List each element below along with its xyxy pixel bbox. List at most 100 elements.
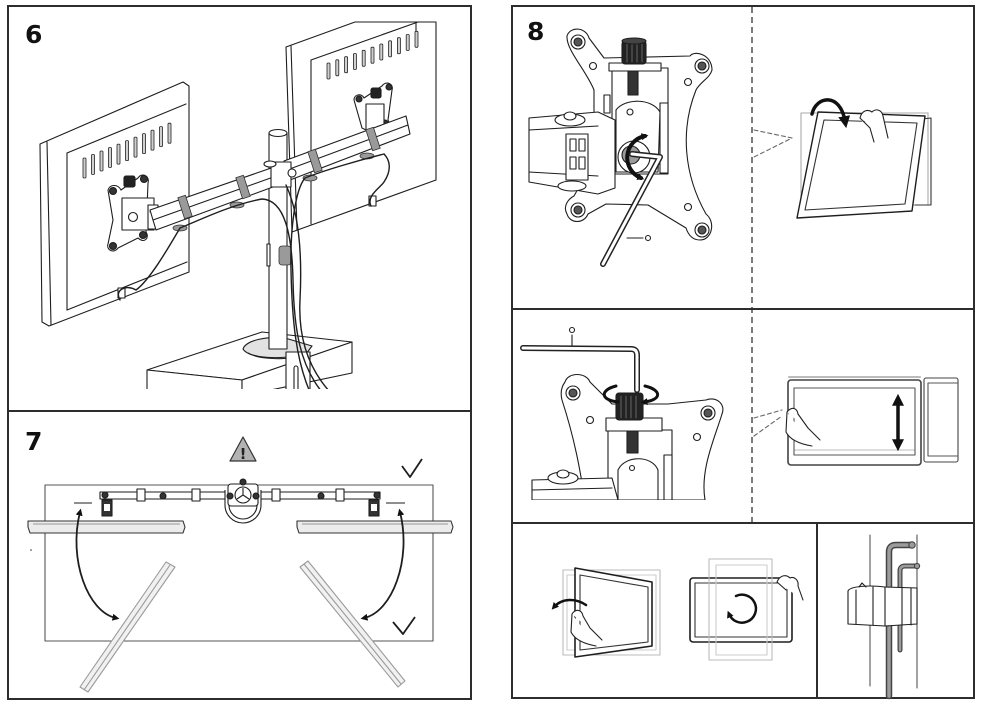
cable-clip <box>847 582 918 627</box>
rotated-monitor-left <box>79 561 176 693</box>
vent-slot <box>133 136 138 158</box>
vent-slot <box>142 133 146 155</box>
vent-slot <box>82 157 87 179</box>
step-number-8: 8 <box>527 17 545 46</box>
part-callout-marker <box>626 234 652 242</box>
warning-icon: ! <box>229 436 257 463</box>
hand-icon <box>776 575 804 601</box>
vent-slot <box>116 143 121 165</box>
height-knob <box>615 392 644 421</box>
vent-slot <box>388 40 393 58</box>
arm-top-view <box>74 488 405 517</box>
arm-end <box>531 469 619 500</box>
vent-slot <box>150 129 155 151</box>
ghost-monitor <box>562 569 661 656</box>
step6-illustration <box>39 21 437 389</box>
monitor-right-top-view <box>296 520 454 534</box>
left-vesa-plate <box>107 174 159 252</box>
callout-dashed-connector <box>753 409 783 437</box>
step-number-7: 7 <box>25 427 43 456</box>
cable-clips <box>172 126 381 266</box>
tilt-arrow-icon <box>810 98 851 129</box>
right-monitor-vents <box>326 30 419 80</box>
step8-dashed-divider <box>751 7 753 523</box>
vent-slot <box>396 37 401 55</box>
rotation-arrow-left <box>75 508 120 621</box>
hand-icon <box>785 407 821 447</box>
screw-icon <box>570 34 586 50</box>
rotate-icon <box>727 593 758 624</box>
vent-slot <box>335 59 340 77</box>
screw-icon <box>694 58 710 74</box>
vent-slot <box>344 56 349 74</box>
desk-block <box>146 331 353 389</box>
vent-slot <box>91 154 95 175</box>
vent-slot <box>370 46 375 64</box>
hex-key <box>520 345 640 393</box>
step8-tilt-adjust-hex-key <box>528 28 713 267</box>
vent-slot <box>326 62 331 80</box>
vent-slot <box>352 53 357 70</box>
vent-slot <box>414 30 419 48</box>
right-monitor <box>285 21 437 233</box>
step8-height-adjust-monitor <box>753 376 959 466</box>
part-callout-marker <box>568 326 576 348</box>
adjacent-monitor-screen <box>927 382 959 457</box>
vent-slot <box>125 140 129 162</box>
screw-icon <box>700 405 716 421</box>
divider-step6-step7 <box>7 410 472 412</box>
step-number-6: 6 <box>25 20 43 49</box>
step8-divider-vertical <box>816 522 818 699</box>
right-vesa-plate <box>353 82 393 133</box>
left-monitor-vents <box>82 122 172 179</box>
step8-divider-upper <box>511 308 975 310</box>
step7-illustration: ! <box>27 436 454 693</box>
vent-slot <box>405 34 410 51</box>
stray-dot <box>30 549 32 551</box>
callout-dashed-connector <box>753 129 793 158</box>
monitor-cable-hook <box>368 195 377 207</box>
rotate-icon <box>602 384 660 402</box>
vent-slot <box>167 122 172 144</box>
landscape-monitor <box>689 577 793 643</box>
rotation-arrow-right <box>360 508 405 621</box>
vent-slot <box>99 150 104 172</box>
checkmark-icon <box>401 458 423 478</box>
step8-height-knob-hex-key <box>520 326 724 500</box>
hex-key-large <box>885 541 916 700</box>
screw-icon <box>694 222 710 238</box>
step8-swivel-rotate <box>551 558 804 661</box>
left-column-frame <box>7 5 472 700</box>
vent-slot <box>159 126 163 147</box>
tilted-monitor-screen <box>804 119 918 211</box>
arm-end <box>528 111 616 195</box>
warning-glyph: ! <box>240 445 247 463</box>
screw-icon <box>570 202 586 218</box>
right-column-frame <box>511 5 975 699</box>
hex-key <box>600 151 663 267</box>
vent-slot <box>361 49 366 67</box>
screw-icon <box>565 385 581 401</box>
tilt-bracket <box>605 417 673 500</box>
vent-slot <box>108 147 112 168</box>
landscape-monitor-screen <box>694 582 788 638</box>
step8-hex-key-storage <box>847 534 921 700</box>
rotate-icon <box>625 133 649 180</box>
hand-icon <box>859 109 889 143</box>
adjacent-monitor <box>923 377 959 463</box>
ghost-portrait-screen <box>715 564 768 656</box>
swivel-arrow-icon <box>551 598 588 610</box>
cables <box>117 153 390 389</box>
rotated-monitor-right <box>299 560 406 688</box>
checkmark-icon <box>392 616 416 635</box>
step8-divider-lower <box>511 522 975 524</box>
pole-hub-top-view <box>224 478 262 524</box>
vent-slot <box>379 43 384 61</box>
monitor-left-top-view <box>27 520 186 534</box>
step8-tilt-monitor <box>753 98 932 219</box>
hand-icon <box>570 609 603 647</box>
ghost-portrait-monitor <box>708 558 773 661</box>
hex-key-small <box>897 562 921 653</box>
